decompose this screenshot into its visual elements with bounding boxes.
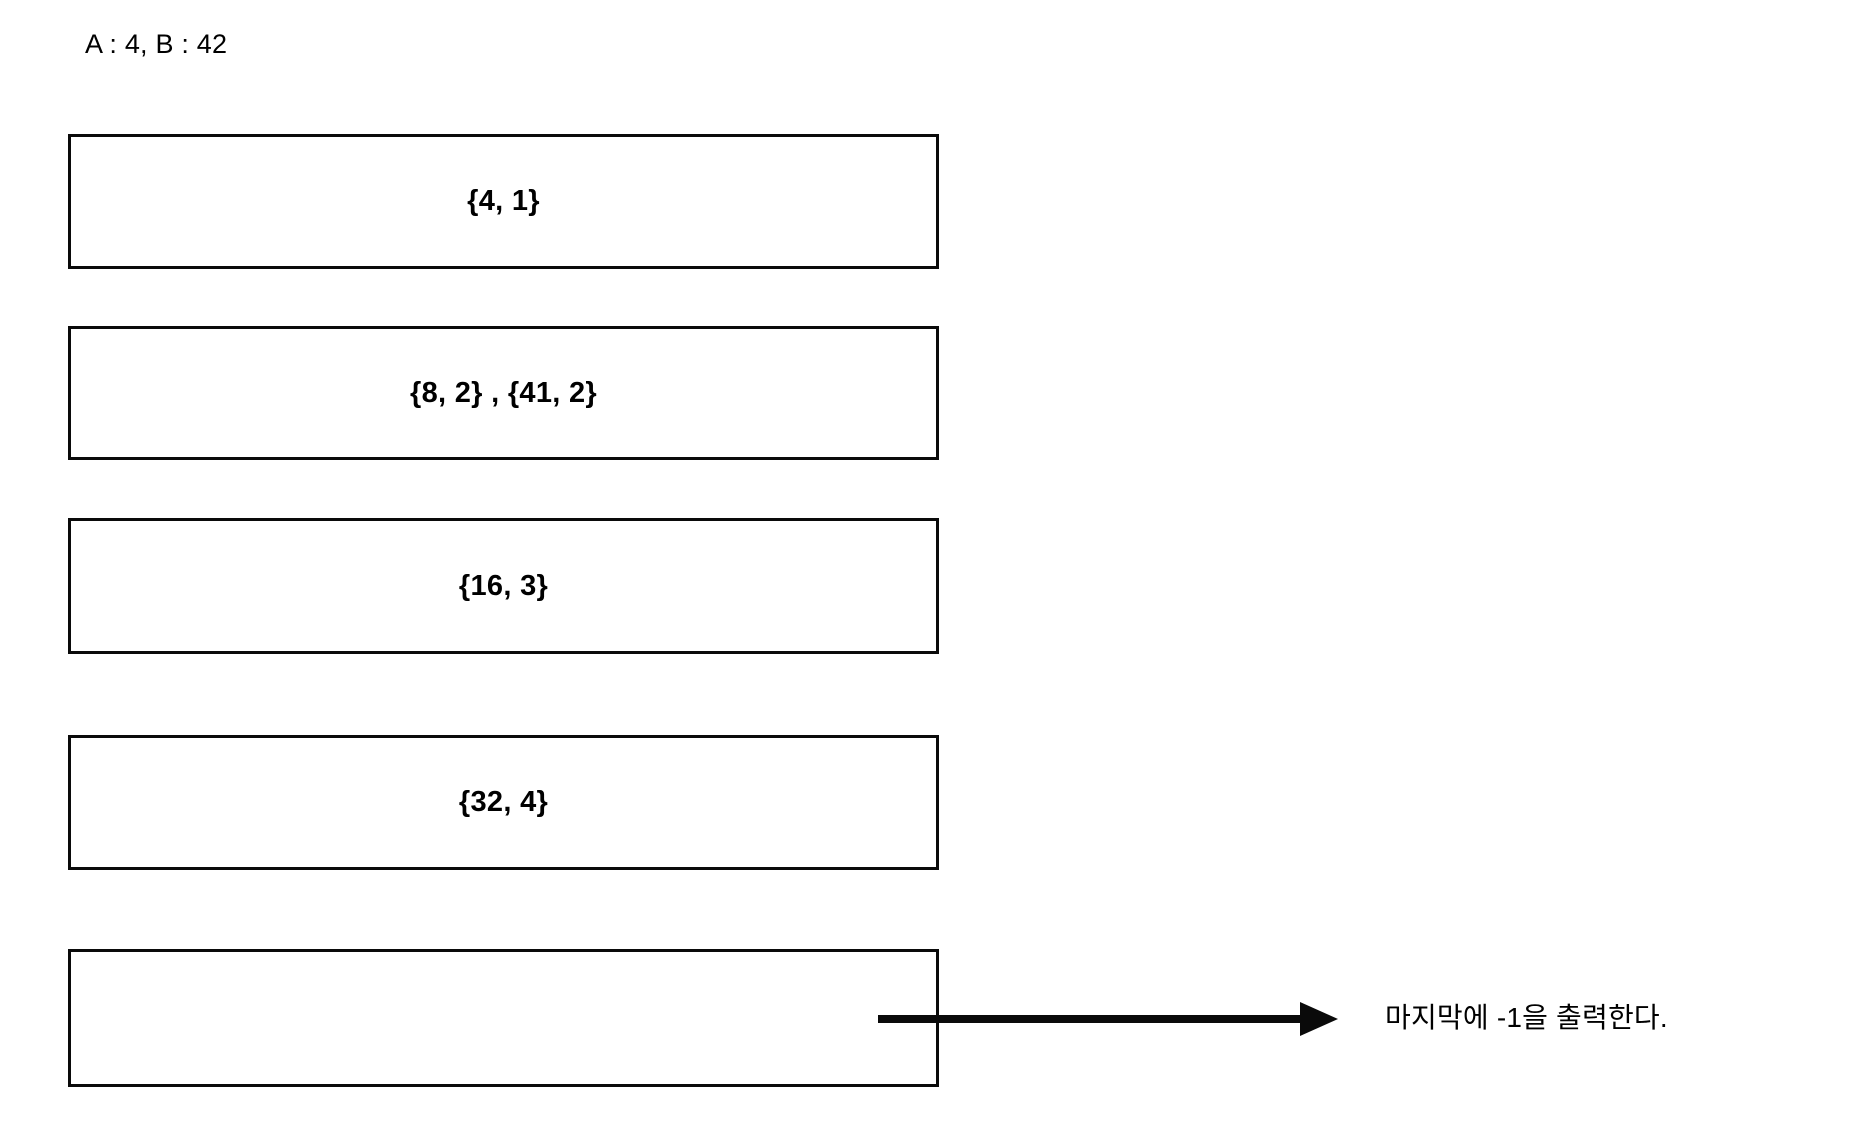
- bucket-row-5: [68, 949, 939, 1087]
- bucket-row-3-content: {16, 3}: [458, 569, 549, 602]
- bucket-row-4: {32, 4}: [68, 735, 939, 870]
- annotation-note-label: 마지막에 -1을 출력한다.: [1385, 1002, 1668, 1033]
- bucket-row-2: {8, 2} , {41, 2}: [68, 326, 939, 460]
- bucket-row-2-content: {8, 2} , {41, 2}: [410, 376, 597, 409]
- header-values-label: A : 4, B : 42: [85, 29, 228, 59]
- bucket-row-1: {4, 1}: [68, 134, 939, 269]
- bucket-row-3: {16, 3}: [68, 518, 939, 654]
- bucket-row-4-content: {32, 4}: [458, 786, 549, 818]
- bucket-row-1-content: {4, 1}: [467, 185, 540, 217]
